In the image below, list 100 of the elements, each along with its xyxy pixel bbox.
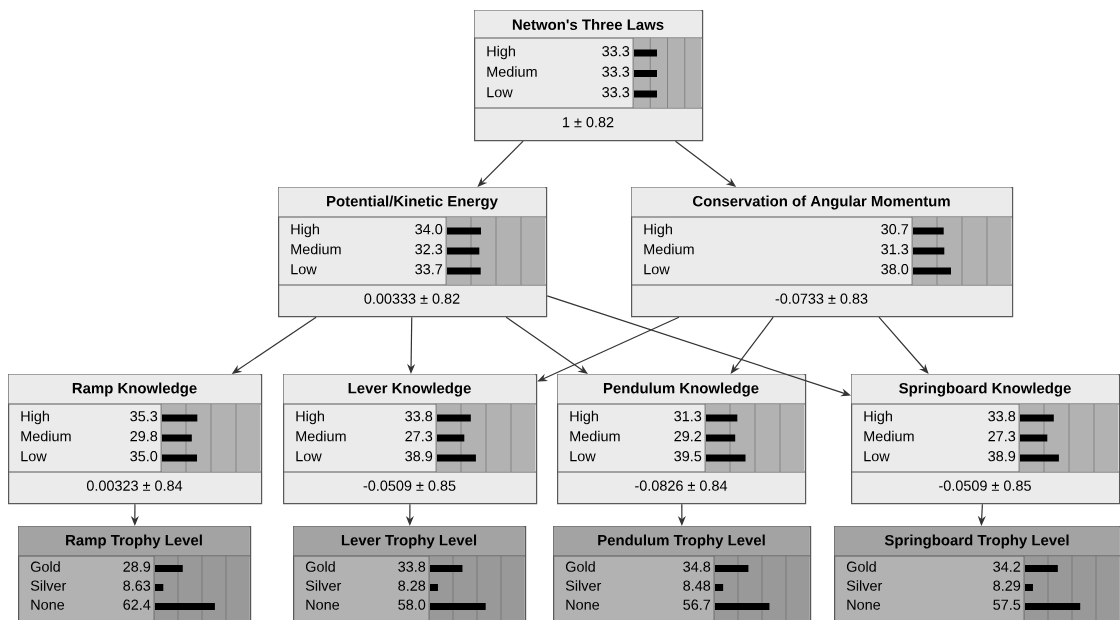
- state-label: Low: [296, 451, 322, 462]
- state-label: High: [864, 410, 892, 425]
- node-title: Pendulum Knowledge: [603, 382, 759, 397]
- probability-value: 38.9: [988, 451, 1016, 462]
- node-title: Ramp Knowledge: [72, 382, 197, 397]
- node-title: Springboard Knowledge: [899, 382, 1071, 397]
- probability-value: 29.8: [130, 431, 158, 442]
- network-node: [630, 187, 1014, 318]
- probability-value: 62.4: [123, 599, 151, 610]
- state-label: None: [31, 599, 65, 610]
- state-label: Medium: [487, 66, 537, 77]
- state-label: Low: [21, 451, 47, 462]
- node-title: Potential/Kinetic Energy: [327, 195, 498, 210]
- probability-value: 31.3: [674, 411, 702, 422]
- state-label: Medium: [21, 430, 71, 442]
- probability-value: 34.2: [993, 561, 1021, 572]
- probability-value: 33.3: [602, 66, 630, 77]
- state-label: High: [296, 410, 324, 425]
- probability-value: 58.0: [398, 599, 426, 610]
- state-label: Medium: [864, 430, 914, 442]
- probability-value: 27.3: [988, 431, 1016, 442]
- probability-value: 56.7: [683, 599, 711, 610]
- state-label: Medium: [291, 243, 341, 255]
- mean-value: -0.0826 ± 0.84: [635, 480, 728, 491]
- probability-value: 33.8: [988, 411, 1016, 422]
- state-label: Gold: [565, 561, 595, 572]
- state-label: Low: [864, 451, 890, 462]
- probability-value: 33.3: [602, 46, 630, 57]
- node-title: Springboard Trophy Level: [884, 534, 1069, 549]
- state-label: Low: [644, 264, 670, 275]
- network-node: [277, 187, 548, 318]
- node-title: Netwon's Three Laws: [512, 19, 664, 30]
- state-label: Low: [487, 87, 513, 98]
- probability-value: 33.3: [602, 87, 630, 98]
- state-label: Low: [291, 264, 317, 275]
- probability-value: 34.0: [415, 224, 443, 235]
- state-label: Gold: [30, 561, 60, 572]
- mean-value: 1 ± 0.82: [563, 117, 614, 128]
- state-label: None: [306, 599, 340, 610]
- mean-value: -0.0509 ± 0.85: [363, 480, 456, 491]
- mean-value: -0.0733 ± 0.83: [775, 293, 868, 304]
- arrow: [546, 295, 851, 397]
- state-label: Medium: [644, 243, 694, 255]
- state-label: Silver: [565, 580, 602, 591]
- state-label: Gold: [305, 561, 335, 572]
- node-title: Lever Knowledge: [348, 382, 471, 397]
- probability-value: 35.3: [130, 411, 158, 422]
- probability-value: 29.2: [674, 431, 702, 442]
- state-label: None: [847, 599, 881, 610]
- node-title: Pendulum Trophy Level: [598, 534, 765, 549]
- state-label: High: [570, 410, 598, 425]
- mean-value: -0.0509 ± 0.85: [939, 480, 1031, 491]
- network-node: [473, 10, 704, 142]
- node-title: Ramp Trophy Level: [66, 534, 202, 549]
- network-node: [850, 374, 1120, 505]
- probability-value: 8.29: [993, 580, 1021, 591]
- probability-value: 33.7: [415, 264, 443, 275]
- state-label: Silver: [30, 580, 67, 591]
- state-label: Gold: [846, 561, 876, 572]
- state-label: Medium: [570, 430, 620, 442]
- probability-value: 38.9: [405, 451, 433, 462]
- state-label: Low: [570, 451, 596, 462]
- state-label: High: [21, 410, 49, 425]
- probability-value: 33.8: [398, 561, 426, 572]
- state-label: Silver: [305, 580, 342, 591]
- network-node: [556, 374, 807, 505]
- state-label: Silver: [846, 580, 883, 591]
- node-title: Conservation of Angular Momentum: [693, 195, 950, 210]
- probability-value: 28.9: [123, 561, 151, 572]
- probability-value: 34.8: [683, 561, 711, 572]
- mean-value: 0.00333 ± 0.82: [364, 293, 460, 304]
- network-node: [833, 526, 1120, 620]
- probability-value: 30.7: [881, 224, 909, 235]
- network-node: [7, 374, 263, 505]
- probability-value: 32.3: [415, 244, 443, 255]
- mean-value: 0.00323 ± 0.84: [86, 480, 183, 491]
- probability-value: 8.48: [683, 580, 711, 591]
- probability-value: 39.5: [674, 451, 702, 462]
- arrow: [730, 316, 774, 374]
- state-label: High: [487, 45, 515, 60]
- state-label: None: [566, 599, 600, 610]
- probability-value: 8.28: [398, 580, 426, 591]
- network-node: [552, 526, 812, 620]
- arrow: [505, 316, 588, 374]
- probability-value: 27.3: [405, 431, 433, 442]
- probability-value: 31.3: [881, 244, 909, 255]
- probability-value: 57.5: [993, 599, 1021, 610]
- state-label: High: [644, 223, 672, 238]
- network-node: [17, 526, 252, 620]
- probability-value: 35.0: [130, 451, 158, 462]
- state-label: Medium: [296, 430, 346, 442]
- network-node: [282, 374, 538, 505]
- node-title: Lever Trophy Level: [341, 534, 477, 549]
- arrow: [878, 316, 929, 374]
- probability-value: 38.0: [881, 264, 909, 275]
- network-node: [292, 526, 527, 620]
- probability-value: 8.63: [123, 580, 151, 591]
- state-label: High: [291, 223, 319, 238]
- arrow: [477, 140, 524, 187]
- probability-value: 33.8: [405, 411, 433, 422]
